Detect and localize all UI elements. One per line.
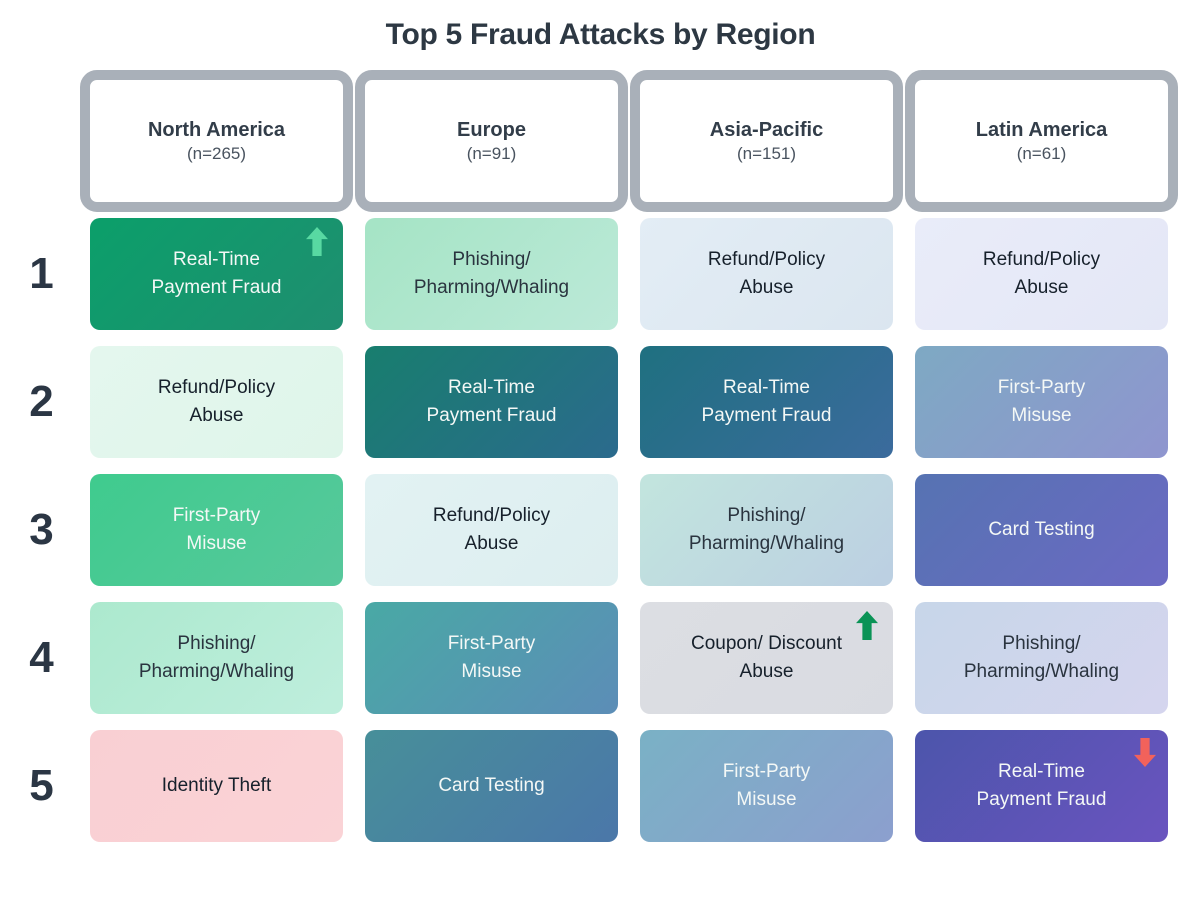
fraud-type-label: First-Party Misuse [172, 504, 261, 555]
region-rank-grid: North America (n=265) Europe (n=91) Asia… [15, 70, 1201, 842]
fraud-type-label: First-Party Misuse [447, 632, 536, 683]
fraud-type-label: Real-Time Payment Fraud [151, 248, 282, 299]
region-name: Latin America [975, 118, 1108, 141]
cell-rank3-north-america: First-Party Misuse [90, 474, 343, 586]
cell-rank4-latin-america: Phishing/ Pharming/Whaling [915, 602, 1168, 714]
cell-rank2-europe: Real-Time Payment Fraud [365, 346, 618, 458]
cell-rank2-north-america: Refund/Policy Abuse [90, 346, 343, 458]
cell-rank5-asia-pacific: First-Party Misuse [640, 730, 893, 842]
trend-up-icon [306, 227, 328, 256]
fraud-type-label: Real-Time Payment Fraud [426, 376, 557, 427]
cell-rank5-latin-america: Real-Time Payment Fraud [915, 730, 1168, 842]
grid-corner-spacer [15, 70, 68, 202]
cell-rank3-latin-america: Card Testing [915, 474, 1168, 586]
region-name: Asia-Pacific [709, 118, 824, 141]
rank-number-3: 3 [29, 505, 54, 554]
region-name: North America [147, 118, 286, 141]
fraud-type-label: Refund/Policy Abuse [982, 248, 1101, 299]
cell-rank4-asia-pacific: Coupon/ Discount Abuse [640, 602, 893, 714]
region-name: Europe [457, 118, 526, 141]
cell-rank5-europe: Card Testing [365, 730, 618, 842]
region-header-asia-pacific: Asia-Pacific (n=151) [630, 70, 903, 212]
fraud-type-label: Real-Time Payment Fraud [976, 760, 1107, 811]
region-sample-size: (n=91) [466, 143, 517, 163]
fraud-type-label: Refund/Policy Abuse [432, 504, 551, 555]
fraud-type-label: Phishing/ Pharming/Whaling [963, 632, 1120, 683]
cell-rank1-latin-america: Refund/Policy Abuse [915, 218, 1168, 330]
region-sample-size: (n=265) [186, 143, 247, 163]
cell-rank2-asia-pacific: Real-Time Payment Fraud [640, 346, 893, 458]
cell-rank1-north-america: Real-Time Payment Fraud [90, 218, 343, 330]
cell-rank1-europe: Phishing/ Pharming/Whaling [365, 218, 618, 330]
fraud-type-label: Refund/Policy Abuse [157, 376, 276, 427]
fraud-type-label: Identity Theft [161, 774, 272, 796]
fraud-type-label: Phishing/ Pharming/Whaling [413, 248, 570, 299]
region-header-latin-america: Latin America (n=61) [905, 70, 1178, 212]
region-header-north-america: North America (n=265) [80, 70, 353, 212]
cell-rank4-north-america: Phishing/ Pharming/Whaling [90, 602, 343, 714]
fraud-type-label: Coupon/ Discount Abuse [690, 632, 843, 683]
cell-rank3-asia-pacific: Phishing/ Pharming/Whaling [640, 474, 893, 586]
fraud-type-label: Card Testing [438, 774, 545, 796]
fraud-type-label: Card Testing [988, 518, 1095, 540]
trend-down-icon [1134, 738, 1156, 767]
cell-rank1-asia-pacific: Refund/Policy Abuse [640, 218, 893, 330]
fraud-type-label: First-Party Misuse [722, 760, 811, 811]
region-header-europe: Europe (n=91) [355, 70, 628, 212]
cell-rank2-latin-america: First-Party Misuse [915, 346, 1168, 458]
fraud-type-label: Phishing/ Pharming/Whaling [688, 504, 845, 555]
rank-number-5: 5 [29, 761, 54, 810]
region-sample-size: (n=61) [1016, 143, 1067, 163]
cell-rank5-north-america: Identity Theft [90, 730, 343, 842]
fraud-type-label: First-Party Misuse [997, 376, 1086, 427]
cell-rank3-europe: Refund/Policy Abuse [365, 474, 618, 586]
region-sample-size: (n=151) [736, 143, 797, 163]
fraud-type-label: Real-Time Payment Fraud [701, 376, 832, 427]
rank-number-1: 1 [29, 249, 54, 298]
rank-number-4: 4 [29, 633, 54, 682]
rank-number-2: 2 [29, 377, 54, 426]
fraud-type-label: Phishing/ Pharming/Whaling [138, 632, 295, 683]
cell-rank4-europe: First-Party Misuse [365, 602, 618, 714]
page-title: Top 5 Fraud Attacks by Region [385, 18, 816, 51]
trend-up-icon [856, 611, 878, 640]
fraud-type-label: Refund/Policy Abuse [707, 248, 826, 299]
